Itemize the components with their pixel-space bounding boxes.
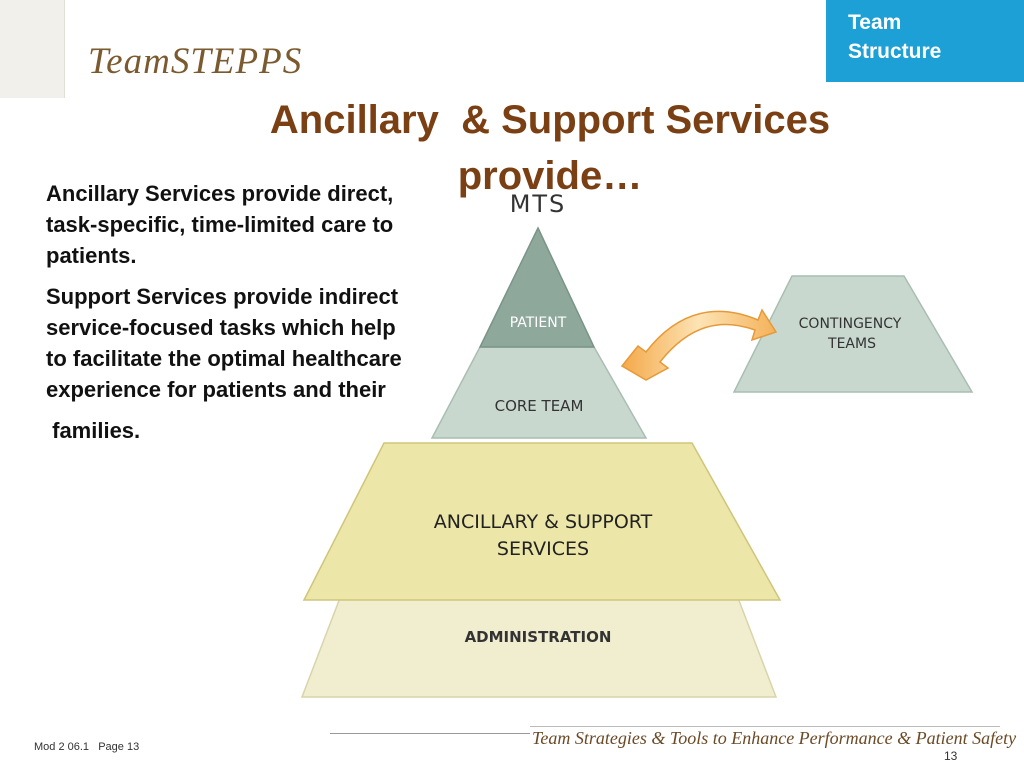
footer-tagline: Team Strategies & Tools to Enhance Perfo… [532,728,1017,748]
label-ancillary-line-2: SERVICES [497,538,589,560]
label-contingency-line-2: TEAMS [827,336,876,352]
diagram-title: MTS [510,190,567,218]
body-text: Ancillary Services provide direct, task-… [46,178,406,456]
level-ancillary-support [302,442,782,601]
page-number: 13 [944,749,958,763]
label-patient: PATIENT [510,315,567,331]
logo-box [0,0,65,98]
paragraph-families: families. [46,418,141,443]
level-patient [478,226,596,348]
label-administration: ADMINISTRATION [465,628,612,646]
footer-module-page: Mod 2 06.1 Page 13 [34,741,140,753]
contingency-teams-shape [732,275,974,393]
paragraph-support: Support Services provide indirect servic… [46,284,402,402]
slide-title: Ancillary & Support Services provide… [269,98,831,198]
section-tab-line-2: Structure [848,40,942,63]
footer-divider-right [530,726,1000,727]
label-core-team: CORE TEAM [495,397,584,415]
level-core-team [430,346,648,439]
paragraph-ancillary: Ancillary Services provide direct, task-… [46,181,394,268]
level-administration [300,597,778,698]
label-ancillary-line-1: ANCILLARY & SUPPORT [434,511,653,533]
section-tab: Team Structure [826,0,1024,82]
mts-diagram: MTS ADMINISTRATION ANCILLARY & SUPPORT S… [300,190,974,698]
footer-divider-left [330,733,530,734]
section-tab-line-1: Team [848,11,902,34]
double-arrow-icon [620,308,778,381]
label-contingency-line-1: CONTINGENCY [799,316,902,332]
teamstepps-logo: TeamSTEPPS [88,41,303,82]
